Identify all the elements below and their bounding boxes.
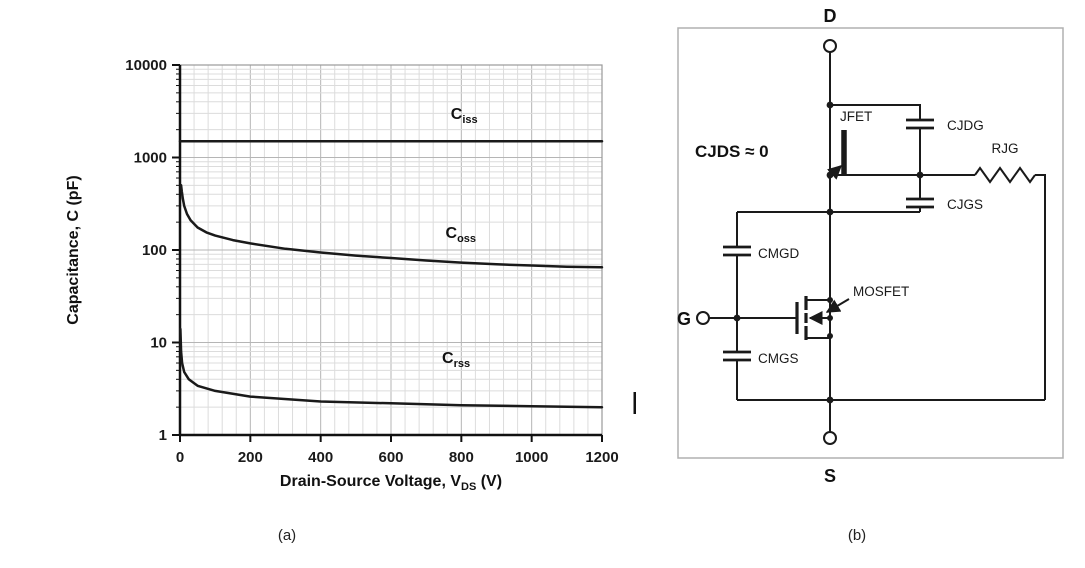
- gate-terminal: [696, 311, 710, 325]
- series-label-Coss: Coss: [446, 225, 477, 245]
- cjdg-label: CJDG: [947, 118, 984, 133]
- chart-grid: [178, 64, 603, 437]
- cjds-note-label: CJDS ≈ 0: [695, 142, 769, 161]
- chart-ticks: 0 200 400 600 800 1000 1200 1 10 100 1000 10000: [125, 57, 618, 466]
- curve-Crss: [179, 327, 604, 409]
- y-tick-label: 1: [159, 427, 167, 444]
- mosfet-label: MOSFET: [853, 284, 909, 299]
- capacitance-chart: 0 200 400 600 800 1000 1200 1 10 100 1000 10000 Cis…: [65, 57, 636, 544]
- series-label-Ciss: Ciss: [451, 106, 478, 126]
- y-tick-label: 10000: [125, 57, 167, 74]
- x-tick-label: 0: [176, 449, 184, 466]
- junction-dot: [827, 315, 833, 321]
- junction-dot: [826, 171, 834, 179]
- circuit-bounding-box: [677, 27, 1064, 459]
- junction-dot: [827, 333, 833, 339]
- x-tick-label: 400: [308, 449, 333, 466]
- gate-terminal-label: G: [677, 309, 691, 329]
- cmgd-label: CMGD: [758, 246, 799, 261]
- curve-Coss: [179, 184, 604, 269]
- y-tick-label: 1000: [134, 150, 167, 167]
- y-tick-label: 100: [142, 242, 167, 259]
- rjg-label: RJG: [992, 141, 1019, 156]
- cmgs-label: CMGS: [758, 351, 799, 366]
- x-axis-label: Drain-Source Voltage, VDS (V): [280, 473, 502, 493]
- y-tick-label: 10: [150, 335, 167, 352]
- jfet-label: JFET: [840, 109, 872, 124]
- source-terminal-label: S: [824, 466, 836, 486]
- series-label-Crss: Crss: [442, 350, 470, 370]
- x-tick-label: 800: [449, 449, 474, 466]
- drain-terminal: [823, 39, 837, 53]
- mosfet-capacitance-circuit: D G S CJDS ≈ 0 JFET CJDG RJG CJGS CMGD M…: [677, 6, 1064, 544]
- junction-dot: [827, 297, 833, 303]
- junction-dot: [826, 101, 834, 109]
- caption-a: (a): [278, 527, 296, 544]
- x-tick-label: 1000: [515, 449, 548, 466]
- junction-dot: [826, 208, 834, 216]
- caption-b: (b): [848, 527, 866, 544]
- rjg-resistor-symbol: [974, 166, 1036, 184]
- mosfet-label-leader-arrow: [825, 298, 850, 313]
- junction-dot: [826, 396, 834, 404]
- y-axis-label: Capacitance, C (pF): [65, 175, 82, 324]
- junction-dot: [916, 171, 924, 179]
- x-tick-label: 1200: [585, 449, 618, 466]
- drain-terminal-label: D: [824, 6, 837, 26]
- junction-dot: [733, 314, 741, 322]
- cjgs-label: CJGS: [947, 197, 983, 212]
- source-terminal: [823, 431, 837, 445]
- cjdg-top-wire: [830, 104, 921, 120]
- stray-cursor-mark: [633, 392, 636, 414]
- x-tick-label: 600: [378, 449, 403, 466]
- x-tick-label: 200: [238, 449, 263, 466]
- rjg-return-wire: [1035, 174, 1046, 400]
